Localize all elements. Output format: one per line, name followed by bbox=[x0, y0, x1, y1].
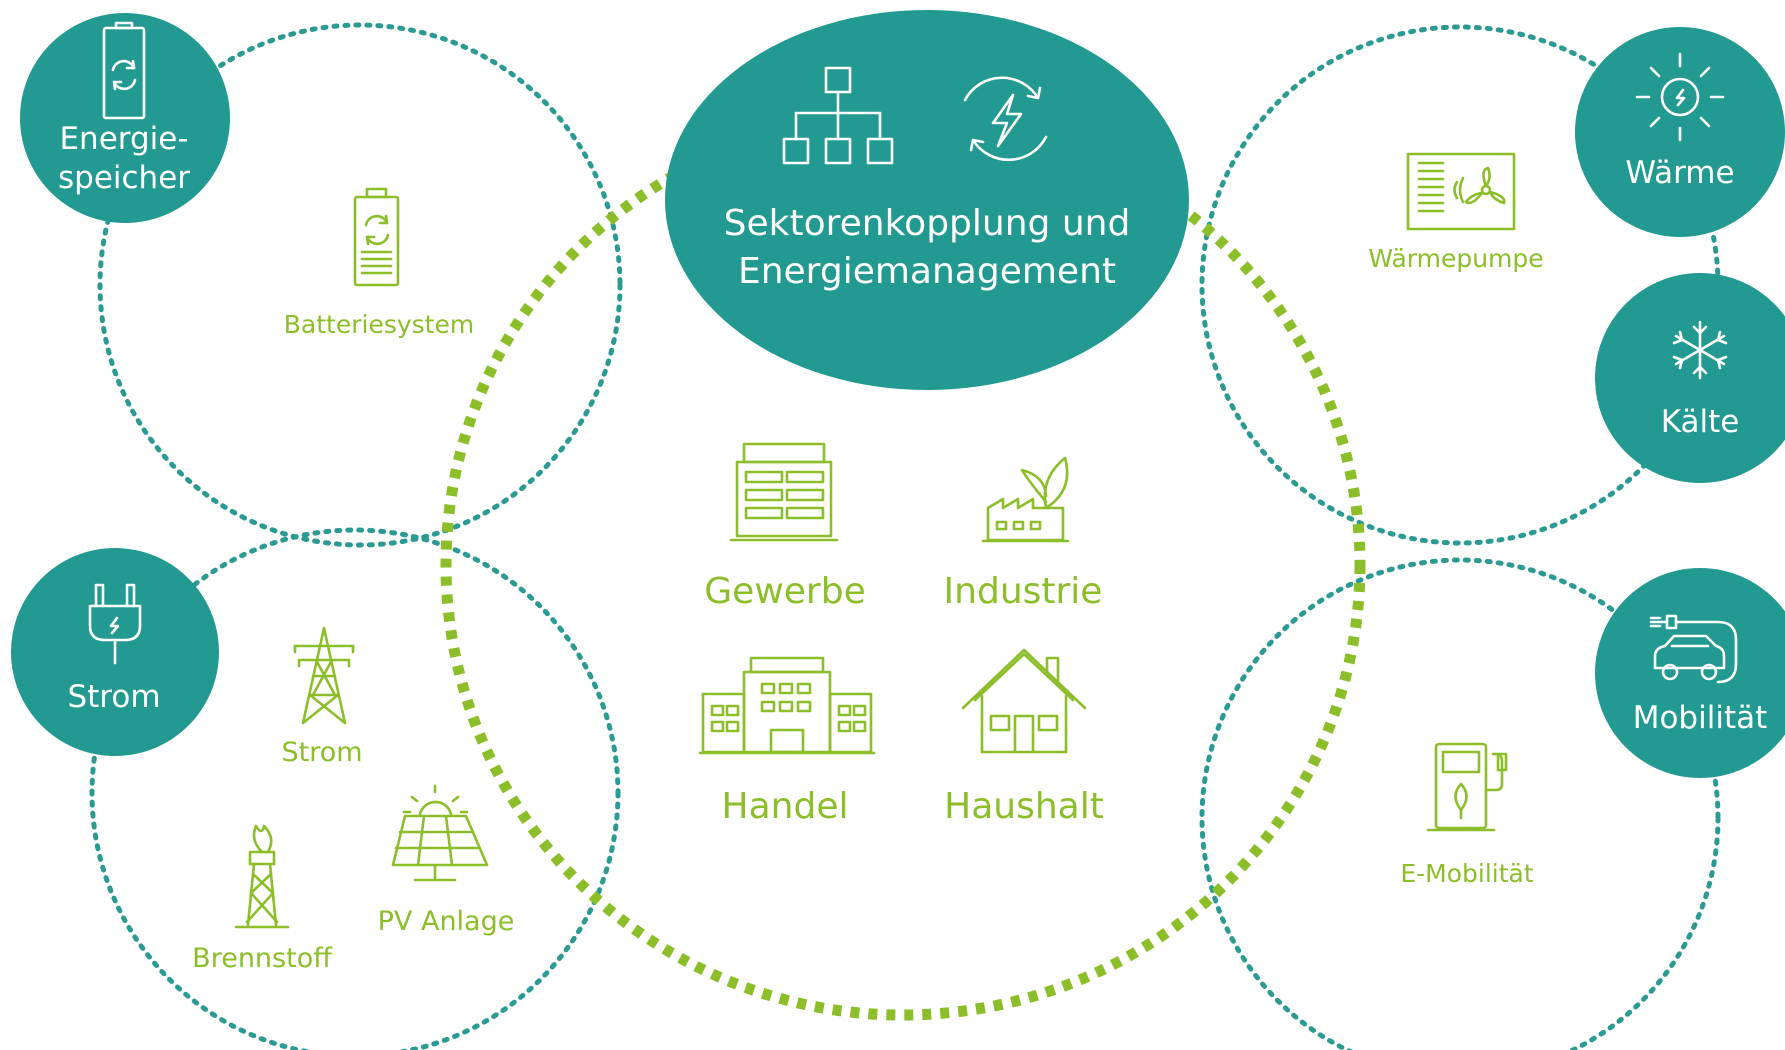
item-label-pv-anlage: PV Anlage bbox=[378, 906, 515, 937]
energiespeicher-label-line1: Energie- bbox=[59, 121, 188, 157]
battery-cycle-icon bbox=[102, 21, 146, 120]
mobilitaet-bubble bbox=[1595, 568, 1785, 778]
consumer-label-haushalt: Haushalt bbox=[944, 786, 1104, 827]
item-label-strom: Strom bbox=[281, 737, 362, 768]
central-ring bbox=[440, 109, 1366, 1021]
item-label-waermepumpe: Wärmepumpe bbox=[1368, 244, 1543, 273]
consumers: Gewerbe Industrie Handel bbox=[698, 442, 1104, 827]
item-label-batteriesystem: Batteriesystem bbox=[284, 310, 474, 339]
strom-label: Strom bbox=[67, 679, 160, 715]
ring-mobilitaet bbox=[1199, 557, 1721, 1050]
solar-panel-icon bbox=[391, 784, 489, 882]
snowflake-icon bbox=[1672, 320, 1728, 380]
kaelte-bubble bbox=[1595, 273, 1785, 483]
central-hub: Sektorenkopplung und Energiemanagement bbox=[665, 10, 1189, 390]
energiespeicher-label-line2: speicher bbox=[58, 160, 190, 196]
sector-waerme: Wärme Wärmepumpe bbox=[1368, 27, 1785, 273]
sector-strom: Strom Strom P bbox=[11, 548, 514, 974]
energy-cycle-icon bbox=[963, 76, 1048, 162]
charging-station-icon bbox=[1426, 742, 1508, 832]
sector-energiespeicher: Energie- speicher Batteriesystem bbox=[20, 13, 474, 339]
battery-system-icon bbox=[353, 187, 400, 287]
consumer-label-industrie: Industrie bbox=[944, 571, 1103, 612]
sun-icon bbox=[1635, 52, 1725, 142]
kaelte-label: Kälte bbox=[1661, 404, 1740, 440]
hub-title-line2: Energiemanagement bbox=[738, 251, 1116, 292]
item-label-e-mobilitaet: E-Mobilität bbox=[1400, 859, 1534, 888]
office-building-icon bbox=[729, 442, 839, 542]
mobilitaet-label: Mobilität bbox=[1633, 700, 1768, 736]
consumer-label-gewerbe: Gewerbe bbox=[704, 571, 865, 612]
sector-mobilitaet: Mobilität E-Mobilität bbox=[1400, 568, 1785, 888]
power-plug-icon bbox=[88, 583, 142, 665]
hub-title-line1: Sektorenkopplung und bbox=[724, 203, 1131, 244]
heat-pump-icon bbox=[1406, 152, 1516, 231]
waerme-label: Wärme bbox=[1625, 155, 1734, 191]
house-icon bbox=[961, 648, 1087, 754]
ring-strom bbox=[89, 527, 621, 1050]
item-label-brennstoff: Brennstoff bbox=[192, 943, 333, 974]
sector-kaelte: Kälte bbox=[1595, 273, 1785, 483]
electric-car-icon bbox=[1649, 614, 1738, 684]
green-factory-icon bbox=[981, 456, 1070, 543]
consumer-label-handel: Handel bbox=[722, 786, 849, 827]
gas-flare-icon bbox=[234, 824, 290, 929]
ring-energiespeicher bbox=[97, 22, 623, 548]
power-pylon-icon bbox=[293, 626, 355, 725]
commercial-building-icon bbox=[698, 656, 876, 755]
central-hub-bubble bbox=[665, 10, 1189, 390]
org-chart-icon bbox=[782, 66, 894, 165]
